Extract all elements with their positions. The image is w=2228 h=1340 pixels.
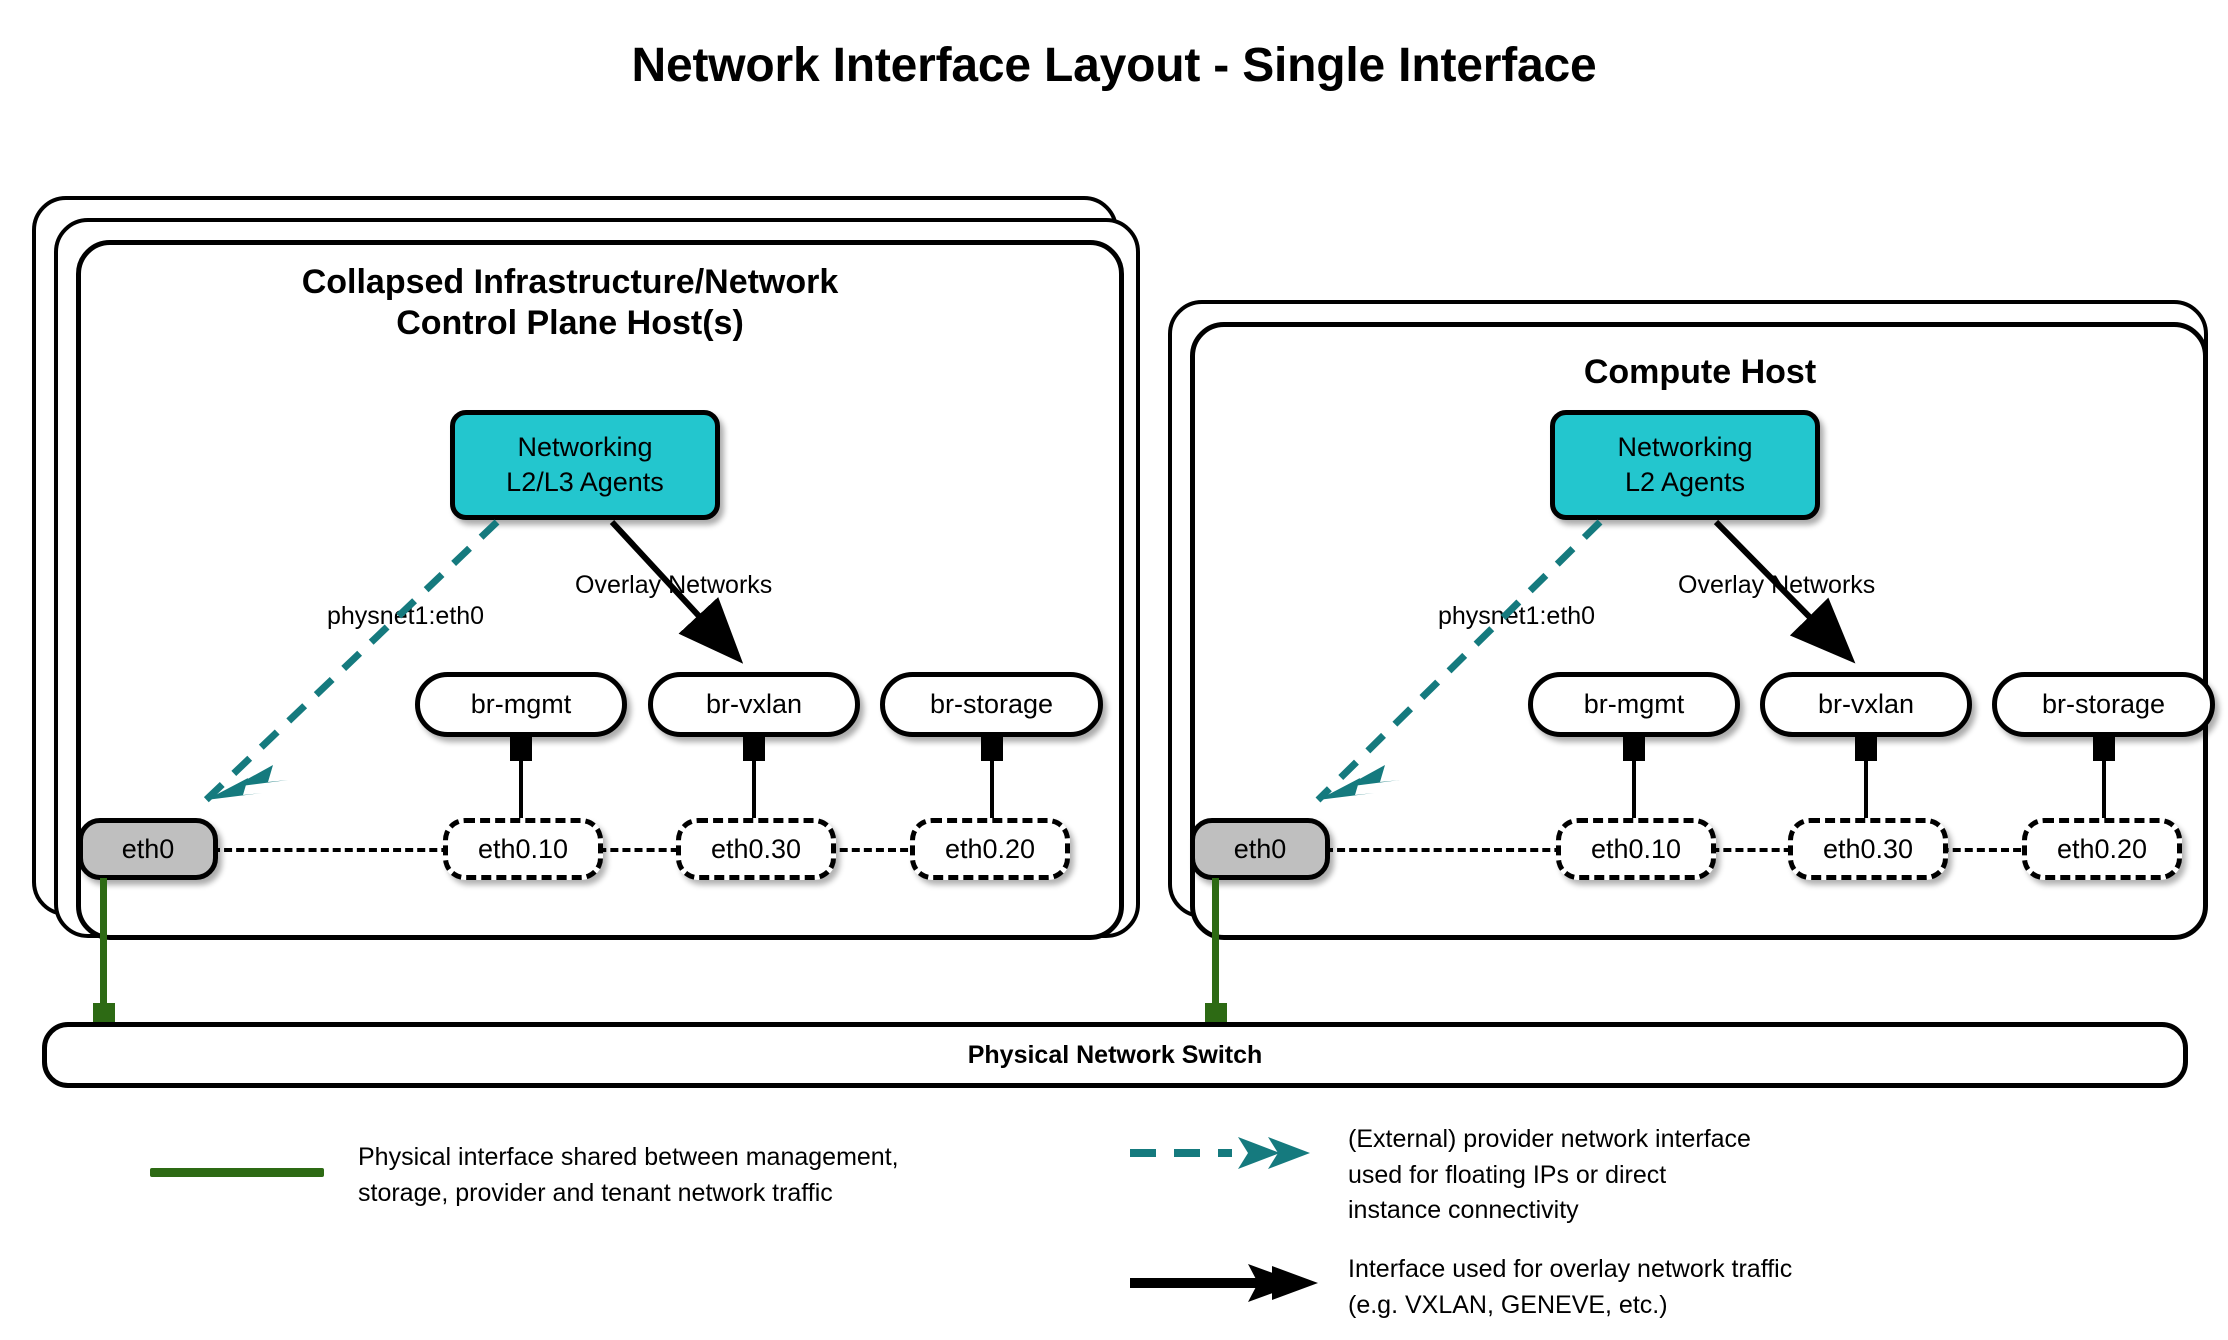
vlan-label: eth0.10	[477, 833, 569, 864]
compute-vlan-eth0-30[interactable]: eth0.30	[1788, 818, 1948, 880]
compute-host-title: Compute Host	[1583, 353, 1817, 391]
compute-vlan-chain-line	[1325, 848, 2178, 852]
agent-label-line2: L2 Agents	[1624, 467, 1746, 497]
legend-provider-text: (External) provider network interface us…	[1348, 1125, 1751, 1224]
vlan-label: eth0.30	[710, 833, 802, 864]
nic-label: eth0	[1233, 833, 1287, 864]
compute-overlay-edge-label: Overlay Networks	[1678, 571, 1876, 599]
control-plane-provider-edge-label: physnet1:eth0	[327, 602, 485, 630]
legend-provider-swatch-icon	[1130, 1137, 1310, 1169]
vlan-label: eth0.10	[1590, 833, 1682, 864]
control-plane-overlay-edge-label: Overlay Networks	[575, 571, 773, 599]
legend-overlay-swatch-icon	[1130, 1264, 1318, 1302]
control-plane-bridge-br-vxlan-link	[752, 755, 756, 823]
nic-label: eth0	[121, 833, 175, 864]
agent-label-line1: Networking	[517, 432, 653, 463]
compute-bridge-br-vxlan[interactable]: br-vxlan	[1760, 672, 1972, 737]
control-plane-networking-agents-node[interactable]: Networking L2/L3 Agents	[450, 410, 720, 520]
control-plane-host-title: Collapsed Infrastructure/Network Control…	[301, 263, 839, 343]
compute-bridge-br-mgmt[interactable]: br-mgmt	[1528, 672, 1740, 737]
bridge-label: br-vxlan	[705, 689, 803, 719]
compute-nic-eth0[interactable]: eth0	[1190, 818, 1330, 880]
compute-bridge-br-mgmt-link	[1632, 755, 1636, 823]
control-plane-bridge-br-vxlan[interactable]: br-vxlan	[648, 672, 860, 737]
control-plane-bridge-br-mgmt-stub	[510, 735, 532, 761]
agent-label-line2: L2/L3 Agents	[506, 467, 664, 497]
compute-networking-agents-node[interactable]: Networking L2 Agents	[1550, 410, 1820, 520]
control-plane-bridge-br-mgmt[interactable]: br-mgmt	[415, 672, 627, 737]
compute-vlan-eth0-20[interactable]: eth0.20	[2022, 818, 2182, 880]
legend-overlay-text: Interface used for overlay network traff…	[1348, 1255, 1793, 1319]
control-plane-bridge-br-mgmt-link	[519, 755, 523, 823]
physical-network-switch[interactable]: Physical Network Switch	[42, 1022, 2188, 1088]
control-plane-vlan-chain-line	[212, 848, 1065, 852]
compute-vlan-eth0-10[interactable]: eth0.10	[1556, 818, 1716, 880]
compute-bridge-br-vxlan-link	[1864, 755, 1868, 823]
compute-bridge-br-storage-link	[2102, 755, 2106, 823]
control-plane-vlan-eth0-10[interactable]: eth0.10	[443, 818, 603, 880]
control-plane-physical-cable	[100, 878, 107, 1016]
legend-physical-swatch-icon	[150, 1168, 324, 1177]
control-plane-bridge-br-storage[interactable]: br-storage	[880, 672, 1103, 737]
bridge-label: br-storage	[929, 689, 1054, 719]
page-title: Network Interface Layout - Single Interf…	[631, 39, 1597, 92]
control-plane-bridge-br-storage-stub	[981, 735, 1003, 761]
compute-bridge-br-vxlan-stub	[1855, 735, 1877, 761]
control-plane-vlan-eth0-20[interactable]: eth0.20	[910, 818, 1070, 880]
control-plane-vlan-eth0-30[interactable]: eth0.30	[676, 818, 836, 880]
control-plane-bridge-br-storage-link	[990, 755, 994, 823]
control-plane-bridge-br-vxlan-stub	[743, 735, 765, 761]
agent-label-line1: Networking	[1617, 432, 1753, 463]
vlan-label: eth0.20	[944, 833, 1036, 864]
bridge-label: br-storage	[2041, 689, 2166, 719]
compute-physical-cable	[1212, 878, 1219, 1016]
compute-bridge-br-mgmt-stub	[1623, 735, 1645, 761]
legend-physical-text: Physical interface shared between manage…	[358, 1143, 899, 1207]
bridge-label: br-mgmt	[1583, 689, 1685, 719]
vlan-label: eth0.30	[1822, 833, 1914, 864]
bridge-label: br-mgmt	[470, 689, 572, 719]
compute-bridge-br-storage-stub	[2093, 735, 2115, 761]
control-plane-nic-eth0[interactable]: eth0	[78, 818, 218, 880]
bridge-label: br-vxlan	[1817, 689, 1915, 719]
compute-provider-edge-label: physnet1:eth0	[1438, 602, 1596, 630]
compute-bridge-br-storage[interactable]: br-storage	[1992, 672, 2215, 737]
switch-label: Physical Network Switch	[967, 1040, 1263, 1069]
vlan-label: eth0.20	[2056, 833, 2148, 864]
